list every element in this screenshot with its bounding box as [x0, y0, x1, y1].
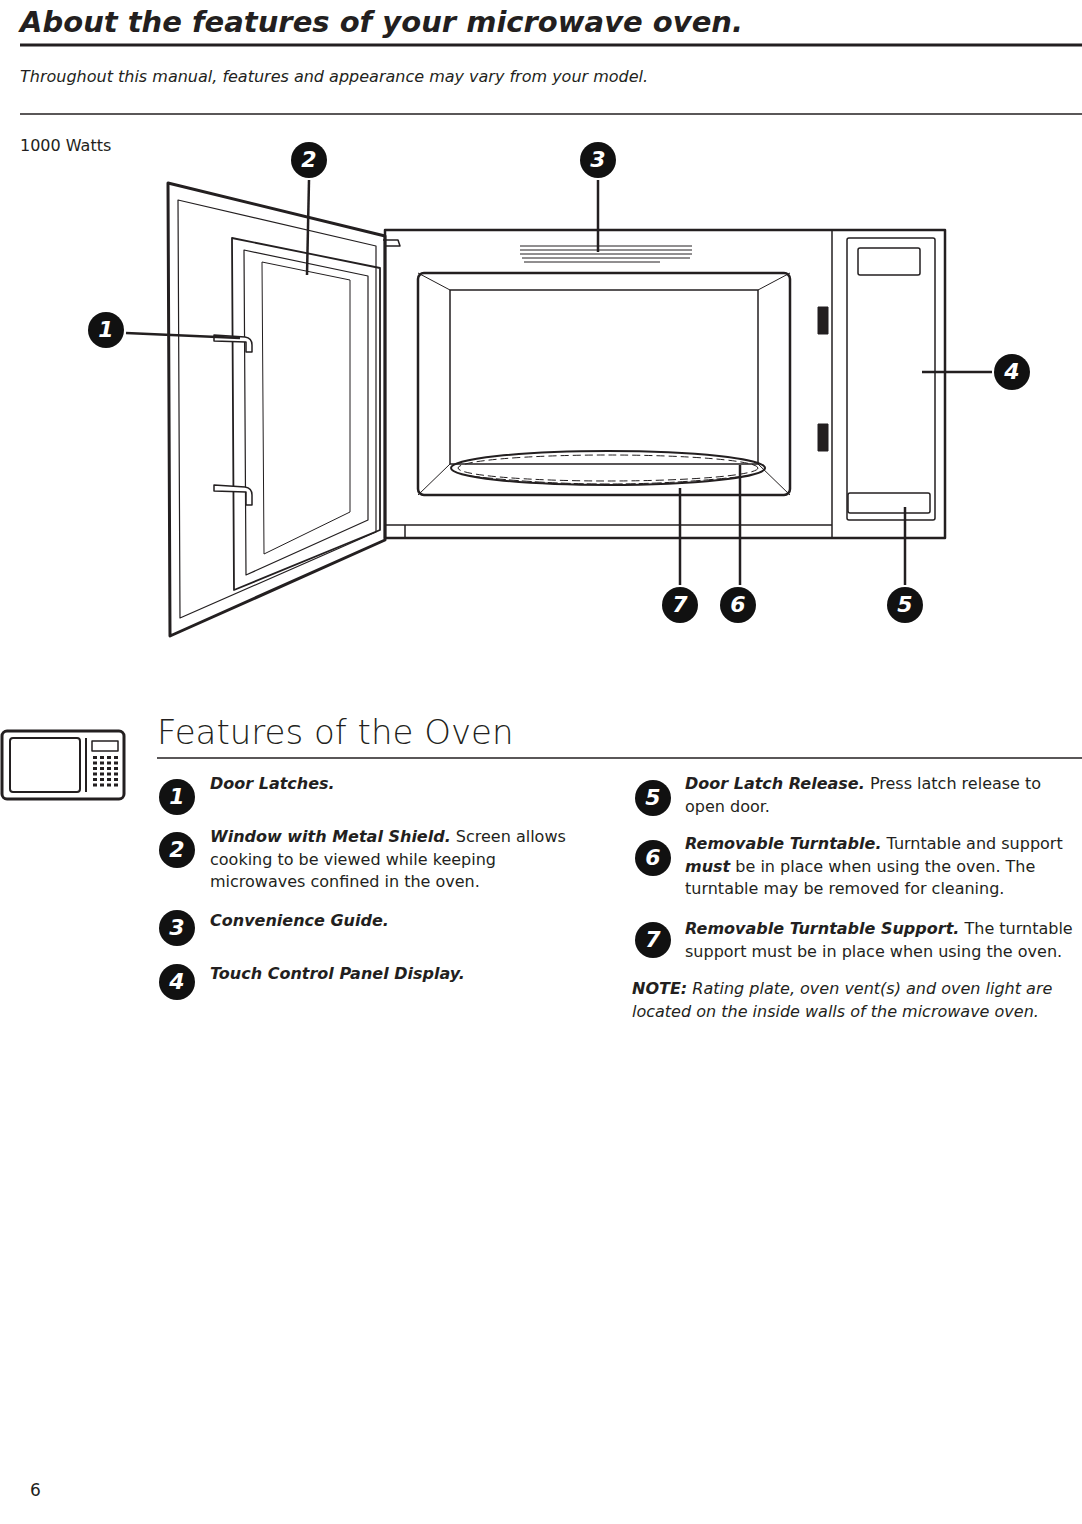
label-text: Door Latches.	[210, 774, 335, 793]
callout-number: 6	[720, 587, 756, 623]
door	[168, 183, 385, 636]
number-text: 2	[291, 142, 327, 178]
number-text: 4	[994, 354, 1030, 390]
number-text: 1	[159, 779, 195, 815]
turntable	[451, 451, 765, 485]
number-text: 5	[887, 587, 923, 623]
label-text: 6	[30, 1480, 41, 1500]
callout-number: 7	[662, 587, 698, 623]
label-text: NOTE:	[632, 979, 687, 998]
callout-number: 1	[88, 312, 124, 348]
number-text: 7	[662, 587, 698, 623]
leader-lines	[126, 180, 992, 585]
label-text: Convenience Guide.	[210, 911, 389, 930]
number-text: 5	[635, 780, 671, 816]
feature-text: Touch Control Panel Display.	[210, 963, 580, 986]
microwave-icon	[2, 731, 124, 799]
number-text: 3	[159, 910, 195, 946]
feature-text: Door Latch Release. Press latch release …	[685, 773, 1077, 818]
number-text: 4	[159, 964, 195, 1000]
title-rule	[20, 44, 1082, 47]
list-number: 6	[635, 840, 671, 876]
oven-body	[383, 230, 945, 538]
number-text: 7	[635, 922, 671, 958]
feature-text: Window with Metal Shield. Screen allows …	[210, 826, 582, 894]
list-number: 1	[159, 779, 195, 815]
feature-text: Convenience Guide.	[210, 910, 580, 933]
callout-number: 3	[580, 142, 616, 178]
list-number: 7	[635, 922, 671, 958]
wattage: 1000 Watts	[20, 135, 220, 158]
label-text: Features of the Oven	[157, 712, 514, 752]
label-text: Rating plate, oven vent(s) and oven ligh…	[632, 979, 1052, 1021]
section-heading: Features of the Oven	[157, 708, 857, 756]
number-text: 3	[580, 142, 616, 178]
label-text: Window with Metal Shield.	[210, 827, 451, 846]
feature-text: Removable Turntable. Turntable and suppo…	[685, 833, 1077, 901]
number-text: 6	[635, 840, 671, 876]
feature-text: Removable Turntable Support. The turntab…	[685, 918, 1077, 963]
section-rule	[157, 757, 1082, 759]
list-number: 3	[159, 910, 195, 946]
label-text: Removable Turntable Support.	[685, 919, 959, 938]
convenience-guide	[520, 246, 692, 262]
label-text: 1000 Watts	[20, 136, 111, 155]
page-title: About the features of your microwave ove…	[20, 2, 743, 43]
label-text: Throughout this manual, features and app…	[20, 67, 648, 86]
callout-number: 4	[994, 354, 1030, 390]
list-number: 2	[159, 832, 195, 868]
label-text: Turntable and support	[887, 834, 1063, 853]
number-text: 1	[88, 312, 124, 348]
feature-text: Door Latches.	[210, 773, 580, 796]
label-text: must	[685, 857, 730, 876]
label-text: Removable Turntable.	[685, 834, 881, 853]
note: NOTE: Rating plate, oven vent(s) and ove…	[632, 978, 1076, 1023]
label-text: Door Latch Release.	[685, 774, 865, 793]
list-number: 4	[159, 964, 195, 1000]
number-text: 6	[720, 587, 756, 623]
title-text: About the features of your microwave ove…	[20, 5, 743, 39]
list-number: 5	[635, 780, 671, 816]
rule	[20, 113, 1082, 115]
latch-release	[848, 493, 930, 513]
subtitle: Throughout this manual, features and app…	[20, 66, 1060, 89]
label-text: Touch Control Panel Display.	[210, 964, 465, 983]
number-text: 2	[159, 832, 195, 868]
callout-number: 5	[887, 587, 923, 623]
label-text: be in place when using the oven. The tur…	[685, 857, 1035, 899]
page-number: 6	[30, 1478, 90, 1503]
callout-number: 2	[291, 142, 327, 178]
